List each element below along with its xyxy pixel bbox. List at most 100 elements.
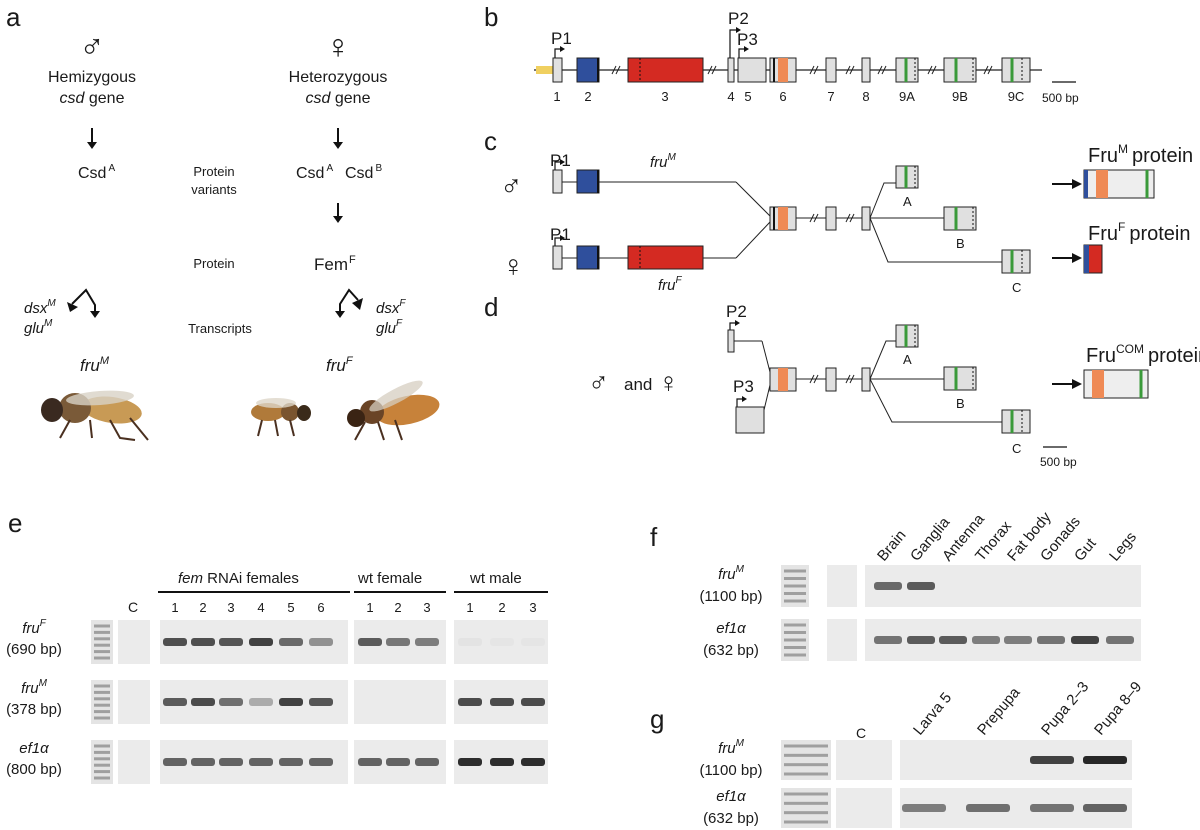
ladder-f-row-0-band xyxy=(784,569,806,573)
gel-e-row-0-size: (690 bp) xyxy=(6,641,62,658)
control-lane-g xyxy=(836,788,892,828)
gel-band-e xyxy=(490,698,514,706)
male-fru: fruM xyxy=(80,355,110,375)
panel-label-e: e xyxy=(8,508,22,538)
gel-band-f xyxy=(874,636,902,644)
worker-bee-image xyxy=(251,398,311,437)
ladder-e-row-2-band xyxy=(94,750,110,754)
exon-4 xyxy=(727,57,735,83)
gel-band-g xyxy=(1083,756,1127,764)
panel-b-gene-structure: P1 P2 P3 1 2 3 4 5 6 7 8 9A 9B 9C 500 bp xyxy=(534,9,1079,105)
gel-band-e xyxy=(386,638,410,646)
female-fru: fruF xyxy=(326,355,354,375)
exon-8 xyxy=(861,57,871,83)
female-symbol: ♀ xyxy=(325,28,351,66)
gel-band-f xyxy=(1071,636,1099,644)
panel-label-c: c xyxy=(484,126,497,156)
promoter-p2: P2 xyxy=(728,9,749,28)
male-symbol: ♂ xyxy=(79,28,105,66)
ladder-g-row-0-band xyxy=(784,763,828,767)
gel-g-row-0-size: (1100 bp) xyxy=(699,762,762,779)
exon-label-4: 4 xyxy=(727,89,734,104)
gel-g-row-1-gene: ef1α xyxy=(716,788,746,805)
lane-number-e: 5 xyxy=(287,600,294,615)
exon-label-7: 7 xyxy=(827,89,834,104)
gel-band-g xyxy=(1030,804,1074,812)
ladder-f-row-0-band xyxy=(784,577,806,580)
exon-5 xyxy=(737,57,767,83)
gel-band-f xyxy=(907,636,935,644)
gel-f-row-0-gene: fruM xyxy=(718,564,745,583)
stage-label: Pupa 8–9 xyxy=(1091,678,1145,738)
exon-label-2: 2 xyxy=(584,89,591,104)
ladder-e-row-0-band xyxy=(94,656,110,660)
gel-band-f xyxy=(1037,636,1065,644)
exon-9c xyxy=(1001,57,1031,83)
control-lane-f xyxy=(827,565,857,607)
gel-band-e xyxy=(521,758,545,766)
gel-band-e xyxy=(249,698,273,706)
fruCOM-protein-label: FruCOMprotein xyxy=(1086,342,1200,367)
male-branch-arrow xyxy=(67,288,100,318)
lane-number-e: 4 xyxy=(257,600,264,615)
gel-band-e xyxy=(490,758,514,766)
gel-f-row-1-gene: ef1α xyxy=(716,620,746,637)
male-dsx: dsxM xyxy=(24,298,56,317)
ladder-f-row-0-band xyxy=(784,584,806,588)
gel-band-e xyxy=(415,638,439,646)
gel-tissues xyxy=(865,619,1141,661)
fem-protein: FemF xyxy=(314,254,356,274)
splice-label-c-d: C xyxy=(1012,441,1021,456)
gel-band-e xyxy=(219,758,243,766)
scale-label-b: 500 bp xyxy=(1042,91,1079,105)
stage-label: Larva 5 xyxy=(910,689,955,738)
panel-label-a: a xyxy=(6,2,21,32)
gel-band-f xyxy=(972,636,1000,644)
female-gene-line2: csd gene xyxy=(306,90,371,107)
gel-band-e xyxy=(458,698,482,706)
ladder-g-row-0-band xyxy=(784,744,828,748)
fruF-transcript-label: fruF xyxy=(658,275,683,294)
male-drone-bee-image xyxy=(41,390,149,441)
male-symbol-d: ♂ xyxy=(588,367,609,398)
queen-bee-image xyxy=(347,380,440,441)
ladder-e-row-0-band xyxy=(94,637,110,641)
promoter-region-yellow xyxy=(536,66,554,74)
row-label-transcripts: Transcripts xyxy=(188,321,252,336)
ladder-e-row-2-band xyxy=(94,744,110,748)
ladder-e-row-2-band xyxy=(94,763,110,767)
gel-e-row-1-gene: fruM xyxy=(21,678,48,697)
group-label-wt-male: wt male xyxy=(469,570,522,587)
control-lane-f xyxy=(827,619,857,661)
stage-label: Pupa 2–3 xyxy=(1038,678,1092,738)
control-lane-g xyxy=(836,740,892,780)
lane-number-e: 2 xyxy=(199,600,206,615)
exon-9b xyxy=(943,57,977,83)
panel-label-f: f xyxy=(650,522,658,552)
female-branch-arrow xyxy=(335,288,363,318)
lane-number-e: 2 xyxy=(498,600,505,615)
ladder-f-row-1-band xyxy=(784,631,806,634)
exon-3 xyxy=(627,57,704,83)
group-label-fem-rnai: fem RNAi females xyxy=(178,570,299,587)
gel-wt-female xyxy=(354,680,446,724)
ladder-e-row-1-band xyxy=(94,684,110,688)
ladder-g-row-0-band xyxy=(784,753,828,757)
promoter-p1: P1 xyxy=(551,29,572,48)
gel-band-f xyxy=(1106,636,1134,644)
row-label-protein-variants-1: Protein xyxy=(193,164,234,179)
exon-7 xyxy=(825,57,837,83)
gel-e-row-2-gene: ef1α xyxy=(19,740,49,757)
tissue-label: Legs xyxy=(1106,529,1140,565)
ladder-g-row-1-band xyxy=(784,820,828,824)
gel-band-e xyxy=(490,638,514,646)
tissue-label: Gut xyxy=(1071,534,1100,564)
ladder-e-row-1-band xyxy=(94,703,110,707)
gel-e-row-0-gene: fruF xyxy=(22,618,47,637)
ladder-g-row-1-band xyxy=(784,811,828,815)
lane-number-e: 3 xyxy=(227,600,234,615)
gel-band-e xyxy=(191,758,215,766)
